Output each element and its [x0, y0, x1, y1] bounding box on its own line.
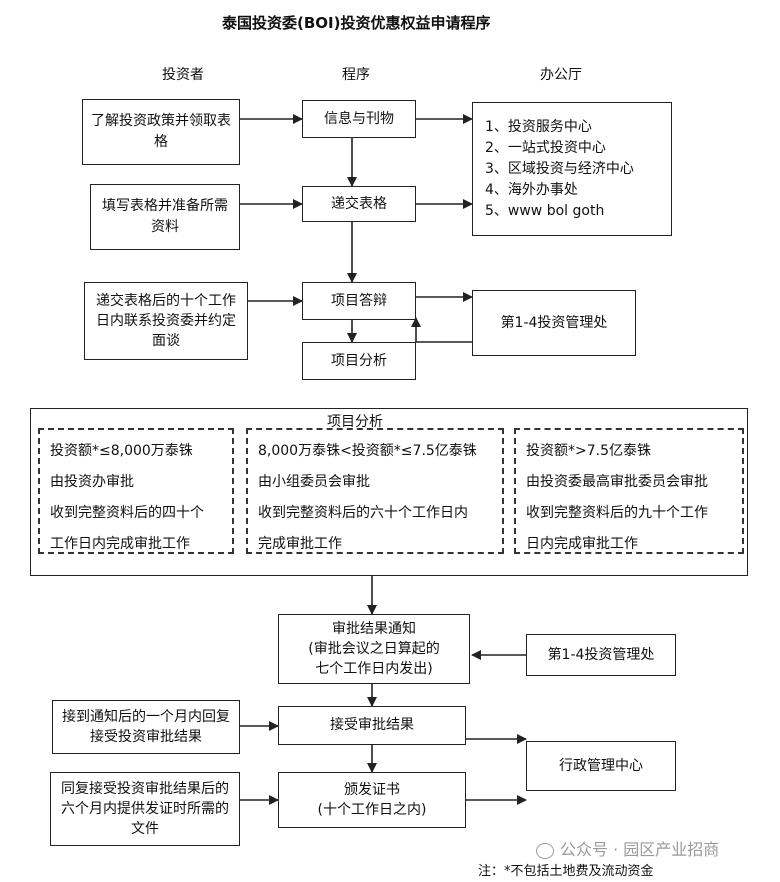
- tier-timeline: 收到完整资料后的四十个: [50, 505, 204, 521]
- step-accept-result: 接受审批结果: [278, 706, 466, 745]
- office-label: 行政管理中心: [559, 757, 643, 774]
- investor-step-label: 递交表格后的十个工作日内联系投资委并约定面谈: [96, 293, 236, 349]
- approval-tier-medium: 8,000万泰铢<投资额*≤7.5亿泰铢 由小组委员会审批 收到完整资料后的六十…: [246, 428, 504, 554]
- investor-step-label: 接到通知后的一个月内回复接受投资审批结果: [62, 709, 230, 745]
- office-item: 4、海外办事处: [485, 181, 578, 198]
- offices-list-box: 1、投资服务中心 2、一站式投资中心 3、区域投资与经济中心 4、海外办事处 5…: [472, 102, 672, 236]
- investor-step-label: 同复接受投资审批结果后的六个月内提供发证时所需的文件: [61, 781, 229, 837]
- office-item: 1、投资服务中心: [485, 118, 592, 135]
- tier-timeline: 收到完整资料后的六十个工作日内: [258, 505, 468, 521]
- tier-timeline: 收到完整资料后的九十个工作: [526, 505, 708, 521]
- header-investor: 投资者: [162, 67, 204, 83]
- step-project-defense: 项目答辩: [302, 282, 416, 320]
- administration-center: 行政管理中心: [526, 741, 676, 791]
- tier-approver: 由投资办审批: [50, 474, 134, 490]
- tier-timeline: 完成审批工作: [258, 536, 342, 552]
- analysis-panel-title: 项目分析: [327, 414, 383, 430]
- approval-tier-large: 投资额*>7.5亿泰铢 由投资委最高审批委员会审批 收到完整资料后的九十个工作 …: [514, 428, 744, 554]
- notification-title: 审批结果通知: [332, 621, 416, 637]
- tier-amount: 投资额*≤8,000万泰铢: [50, 443, 193, 459]
- investor-step-understand-policy: 了解投资政策并领取表格: [82, 99, 240, 165]
- tier-amount: 8,000万泰铢<投资额*≤7.5亿泰铢: [258, 443, 477, 459]
- step-info-publications: 信息与刊物: [302, 100, 416, 138]
- step-label: 接受审批结果: [330, 717, 414, 733]
- approval-tier-small: 投资额*≤8,000万泰铢 由投资办审批 收到完整资料后的四十个 工作日内完成审…: [38, 428, 234, 554]
- office-item: 5、www bol goth: [485, 202, 605, 219]
- notification-detail: (审批会议之日算起的: [308, 641, 440, 657]
- step-submit-form: 递交表格: [302, 186, 416, 222]
- investor-step-provide-documents: 同复接受投资审批结果后的六个月内提供发证时所需的文件: [50, 772, 240, 846]
- analysis-panel: 项目分析: [30, 408, 748, 576]
- step-label: 信息与刊物: [324, 110, 394, 127]
- step-approval-notification: 审批结果通知 (审批会议之日算起的 七个工作日内发出): [278, 614, 470, 684]
- footnote: 注：*不包括土地费及流动资金: [478, 864, 654, 879]
- step-issue-certificate: 颁发证书 (十个工作日之内): [278, 772, 466, 828]
- investor-step-reply-accept: 接到通知后的一个月内回复接受投资审批结果: [52, 700, 240, 754]
- step-project-analysis: 项目分析: [302, 342, 416, 380]
- investment-management-office-2: 第1-4投资管理处: [526, 634, 676, 676]
- certificate-title: 颁发证书: [344, 782, 400, 798]
- investor-step-label: 填写表格并准备所需资料: [102, 198, 228, 235]
- step-label: 递交表格: [331, 195, 387, 212]
- notification-detail: 七个工作日内发出): [315, 661, 433, 677]
- investor-step-label: 了解投资政策并领取表格: [91, 113, 231, 150]
- office-item: 3、区域投资与经济中心: [485, 160, 634, 177]
- diagram-title: 泰国投资委(BOI)投资优惠权益申请程序: [222, 14, 491, 32]
- tier-timeline: 工作日内完成审批工作: [50, 536, 190, 552]
- tier-amount: 投资额*>7.5亿泰铢: [526, 443, 651, 459]
- investor-step-fill-form: 填写表格并准备所需资料: [90, 184, 240, 250]
- watermark-text: 公众号 · 园区产业招商: [560, 840, 720, 859]
- tier-approver: 由小组委员会审批: [258, 474, 370, 490]
- header-office: 办公厅: [540, 67, 582, 83]
- step-label: 项目分析: [331, 352, 387, 369]
- header-procedure: 程序: [342, 67, 370, 83]
- certificate-detail: (十个工作日之内): [317, 802, 427, 818]
- watermark: 公众号 · 园区产业招商: [536, 836, 719, 860]
- office-item: 2、一站式投资中心: [485, 139, 606, 156]
- office-label: 第1-4投资管理处: [500, 314, 608, 331]
- wechat-icon: [536, 842, 554, 859]
- office-label: 第1-4投资管理处: [547, 646, 655, 663]
- investment-management-office: 第1-4投资管理处: [472, 290, 636, 356]
- step-label: 项目答辩: [331, 292, 387, 309]
- tier-approver: 由投资委最高审批委员会审批: [526, 474, 708, 490]
- tier-timeline: 日内完成审批工作: [526, 536, 638, 552]
- investor-step-contact-boi: 递交表格后的十个工作日内联系投资委并约定面谈: [84, 282, 248, 360]
